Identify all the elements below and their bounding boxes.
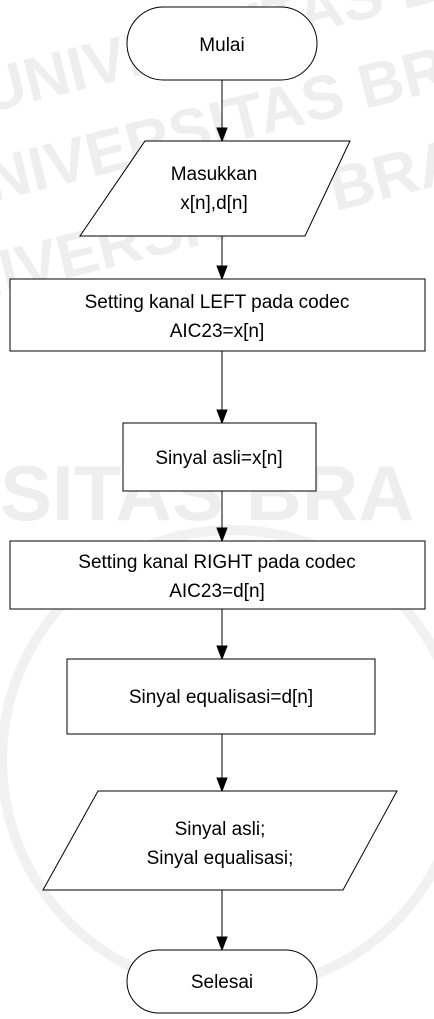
step3-process xyxy=(9,540,426,610)
input-label-line2: x[n],d[n] xyxy=(180,193,248,214)
input-label-line1: Masukkan xyxy=(171,164,258,185)
step1-label-line1: Setting kanal LEFT pada codec xyxy=(85,292,350,313)
output-parallelogram xyxy=(42,790,398,891)
step1-process xyxy=(9,278,426,352)
arrowhead-step3 xyxy=(216,527,228,543)
step2-process xyxy=(122,422,317,492)
start-label: Mulai xyxy=(199,35,244,56)
labels: Mulai Masukkan x[n],d[n] Setting kanal L… xyxy=(78,35,355,993)
arrowhead-end xyxy=(216,936,228,952)
step3-label-line1: Setting kanal RIGHT pada codec xyxy=(78,552,355,573)
step3-label-line2: AIC23=d[n] xyxy=(169,581,265,602)
step4-label: Sinyal equalisasi=d[n] xyxy=(129,687,313,708)
shapes xyxy=(9,6,426,1014)
step1-label-line2: AIC23=x[n] xyxy=(170,321,265,342)
end-terminator xyxy=(126,949,318,1014)
output-label-line2: Sinyal equalisasi; xyxy=(147,848,294,869)
step2-label: Sinyal asli=x[n] xyxy=(155,448,282,469)
output-label-line1: Sinyal asli; xyxy=(175,819,266,840)
connectors xyxy=(216,80,228,952)
arrowhead-step1 xyxy=(216,265,228,281)
step4-process xyxy=(66,658,376,735)
end-label: Selesai xyxy=(191,972,253,993)
arrowhead-input xyxy=(216,127,228,143)
arrowhead-step2 xyxy=(216,409,228,425)
arrowhead-output xyxy=(216,777,228,793)
arrowhead-step4 xyxy=(216,645,228,661)
input-parallelogram xyxy=(79,140,351,237)
start-terminator xyxy=(126,6,318,81)
